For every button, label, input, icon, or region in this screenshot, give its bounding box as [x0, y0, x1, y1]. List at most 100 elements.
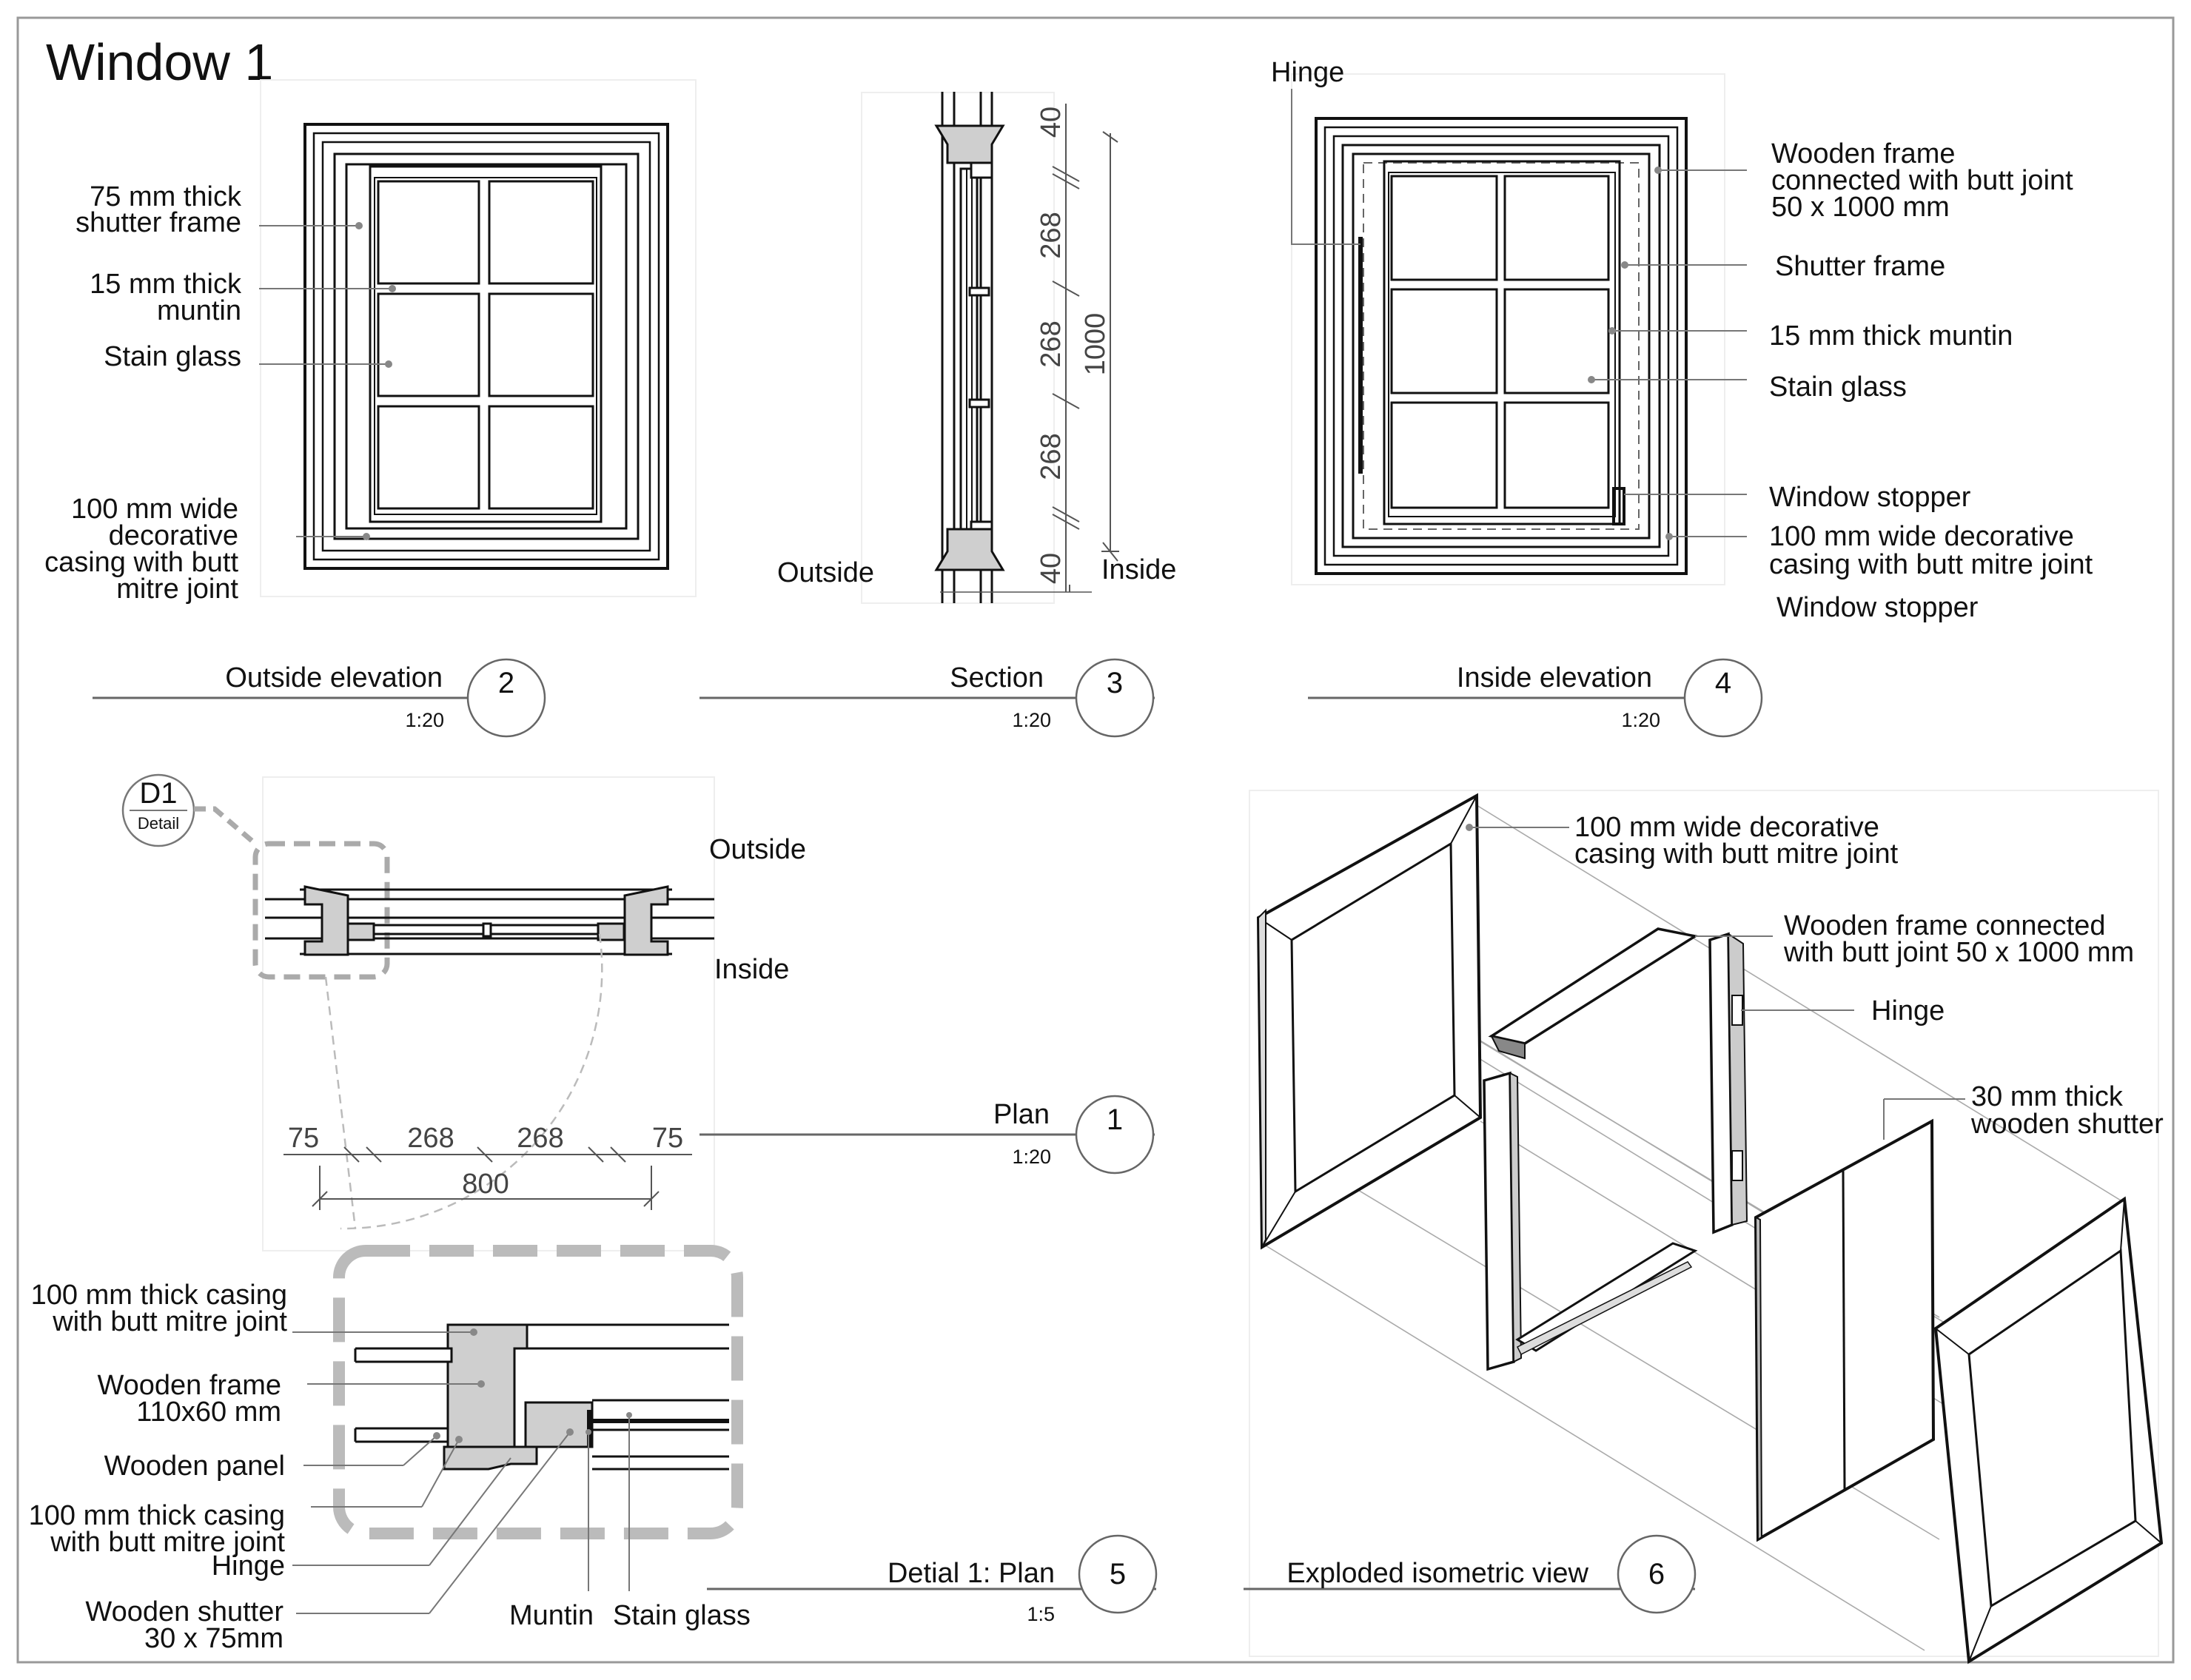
label-detail-stain-glass: Stain glass: [613, 1600, 751, 1631]
plan-shutter-swing: [340, 933, 603, 1230]
label-shutter-frame-1: 75 mm thick: [90, 181, 242, 212]
plan-left-shutter: [346, 922, 375, 941]
label-casing-1: 100 mm wide: [71, 494, 238, 525]
section-dim-40-top: 40: [1036, 107, 1067, 138]
inside-elevation-leaders: [1291, 89, 1747, 540]
label-iso-shutter-2: wooden shutter: [1970, 1109, 2164, 1140]
isometric-title: Exploded isometric view: [1286, 1558, 1588, 1589]
label-detail-frame-1: Wooden frame: [97, 1370, 281, 1401]
label-iso-frame-2: with butt joint 50 x 1000 mm: [1783, 937, 2134, 968]
inside-elevation-title: Inside elevation: [1457, 662, 1652, 693]
label-inside-casing-1: 100 mm wide decorative: [1769, 521, 2074, 552]
label-detail-hinge: Hinge: [212, 1550, 285, 1582]
sheet-border: [16, 16, 2175, 1664]
inside-elevation-casing: [1315, 117, 1688, 575]
inside-elevation-view: Hinge Wooden frame connected with butt j…: [1271, 57, 2093, 738]
inside-elevation-hinge: [1358, 237, 1363, 474]
section-title: Section: [950, 662, 1044, 693]
plan-dim-75-right: 75: [652, 1123, 683, 1154]
plan-outside-label: Outside: [709, 834, 806, 865]
detail-wooden-shutter: [524, 1401, 594, 1448]
isometric-number: 6: [1648, 1558, 1665, 1590]
label-detail-frame-2: 110x60 mm: [136, 1397, 281, 1428]
section-geometry: [941, 92, 993, 603]
isometric-wooden-frame: [1483, 927, 1748, 1371]
section-scale: 1:20: [1012, 709, 1051, 731]
label-inside-stain-glass: Stain glass: [1769, 372, 1907, 403]
label-stain-glass: Stain glass: [104, 341, 241, 372]
isometric-wooden-shutter: [1754, 1118, 1936, 1542]
plan-detail-callout: [252, 841, 390, 980]
label-detail-casing-bottom-1: 100 mm thick casing: [29, 1500, 285, 1531]
label-iso-casing-1: 100 mm wide decorative: [1574, 812, 1879, 843]
outside-elevation-view: 75 mm thick shutter frame 15 mm thick mu…: [44, 79, 697, 738]
label-muntin-2: muntin: [157, 295, 241, 326]
label-wooden-frame-2: connected with butt joint: [1771, 165, 2073, 196]
label-detail-casing-top-1: 100 mm thick casing: [31, 1280, 287, 1311]
inside-elevation-glass-panes: [1390, 175, 1610, 509]
plan-inside-label: Inside: [714, 954, 789, 985]
plan-left-casing: [303, 885, 349, 956]
section-view: 40 268 268 268 40 1000 Outside Inside Se…: [699, 92, 1176, 738]
label-inside-casing-2: casing with butt mitre joint: [1769, 549, 2093, 580]
outside-elevation-casing: [303, 123, 669, 570]
detail-plan-view: 100 mm thick casing with butt mitre join…: [29, 1245, 1158, 1654]
plan-right-shutter: [597, 922, 625, 941]
inside-elevation-scale: 1:20: [1621, 709, 1660, 731]
plan-dim-800: 800: [462, 1169, 509, 1200]
detail-tag-sub: Detail: [138, 814, 179, 833]
isometric-hinge-top: [1731, 995, 1743, 1026]
label-inside-shutter-frame: Shutter frame: [1775, 251, 1945, 282]
outside-elevation-leaders: [259, 222, 396, 540]
plan-right-casing: [623, 885, 669, 956]
label-casing-2: decorative: [109, 520, 238, 551]
detail-wooden-frame: [446, 1323, 529, 1448]
label-casing-4: mitre joint: [116, 574, 238, 605]
section-dim-268-1: 268: [1036, 212, 1067, 258]
detail-leaders: [292, 1328, 632, 1614]
outside-elevation-shutter: [369, 165, 603, 523]
label-window-stopper: Window stopper: [1769, 482, 1971, 513]
section-number: 3: [1107, 667, 1123, 699]
section-outside-label: Outside: [777, 557, 874, 588]
label-inside-muntin: 15 mm thick muntin: [1769, 320, 2013, 352]
inside-elevation-window-stopper: [1612, 487, 1625, 525]
section-dim-40-bottom: 40: [1036, 553, 1067, 584]
isometric-outer-casing: [1256, 793, 1483, 1250]
plan-number: 1: [1107, 1103, 1123, 1136]
inside-elevation-shutter: [1383, 160, 1621, 525]
label-detail-casing-top-2: with butt mitre joint: [52, 1306, 287, 1337]
plan-title: Plan: [993, 1099, 1050, 1130]
detail-callout-border: [333, 1245, 743, 1539]
detail-geometry: [354, 1323, 729, 1471]
detail-muntin: [587, 1410, 593, 1447]
isometric-leaders: [1466, 824, 1965, 1140]
section-dimension-line: [940, 104, 1119, 593]
isometric-inner-casing: [1933, 1196, 2164, 1664]
label-detail-wooden-panel: Wooden panel: [104, 1451, 285, 1482]
label-wooden-frame-3: 50 x 1000 mm: [1771, 192, 1950, 223]
label-iso-frame-1: Wooden frame connected: [1784, 910, 2105, 941]
detail-scale: 1:5: [1027, 1603, 1055, 1625]
label-shutter-frame-2: shutter frame: [76, 207, 241, 238]
sheet-title: Window 1: [46, 33, 273, 91]
section-dim-268-2: 268: [1036, 320, 1067, 367]
section-dim-268-3: 268: [1036, 433, 1067, 480]
label-wooden-frame-1: Wooden frame: [1771, 138, 1956, 169]
detail-casing-bottom: [443, 1445, 538, 1471]
isometric-view: 100 mm wide decorative casing with butt …: [1244, 790, 2164, 1664]
detail-number: 5: [1110, 1558, 1126, 1590]
label-detail-shutter-2: 30 x 75mm: [144, 1623, 283, 1654]
plan-scale: 1:20: [1012, 1146, 1051, 1168]
detail-title: Detial 1: Plan: [888, 1558, 1055, 1589]
inside-elevation-hidden-frame: [1363, 162, 1640, 530]
outside-elevation-glass-panes: [377, 180, 594, 510]
detail-tag-d1: D1 Detail: [121, 773, 258, 847]
label-iso-shutter-1: 30 mm thick: [1971, 1081, 2124, 1112]
detail-tag-label: D1: [139, 777, 177, 810]
section-sill-casing: [934, 528, 1005, 571]
plan-dim-268-2: 268: [517, 1123, 563, 1154]
label-detail-muntin: Muntin: [509, 1600, 594, 1631]
section-dim-1000: 1000: [1080, 313, 1111, 376]
